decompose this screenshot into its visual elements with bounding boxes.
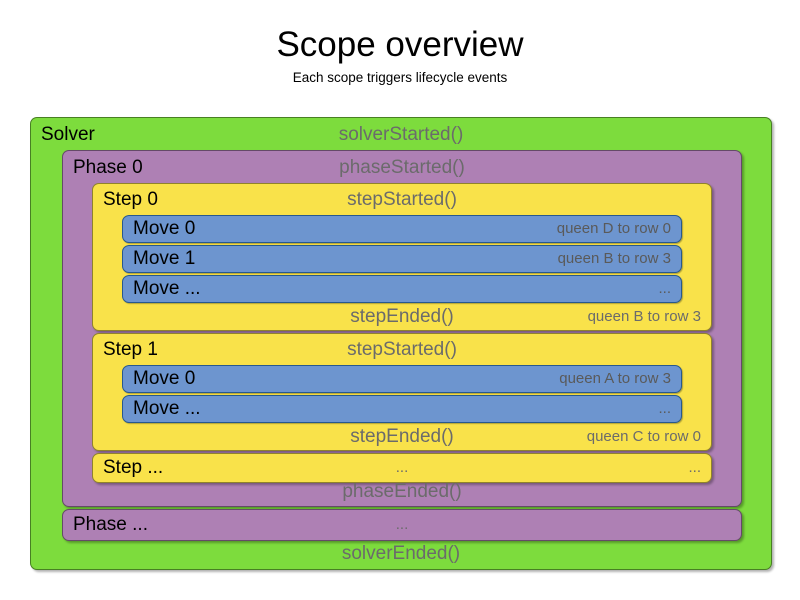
- move-detail: queen D to row 0: [556, 220, 671, 237]
- solver-footer-row: solverEnded(): [31, 539, 771, 569]
- phase-0-ended-event: phaseEnded(): [342, 481, 462, 502]
- step-ellipsis-scope[interactable]: Step ... ... ...: [92, 453, 712, 483]
- phase-ellipsis-row: Phase ... ...: [63, 510, 741, 540]
- move-label: Move ...: [133, 278, 201, 299]
- step-0-header-row: Step 0 stepStarted(): [93, 185, 711, 215]
- phase-0-started-event: phaseStarted(): [339, 157, 465, 178]
- solver-scope[interactable]: Solver solverStarted() Phase 0 phaseStar…: [30, 117, 772, 570]
- solver-header-row: Solver solverStarted(): [31, 120, 771, 150]
- phase-0-scope[interactable]: Phase 0 phaseStarted() Step 0 stepStarte…: [62, 150, 742, 507]
- step-1-move-ellipsis[interactable]: Move ... ...: [122, 395, 682, 423]
- move-detail: queen A to row 3: [559, 370, 671, 387]
- step-1-ended-event: stepEnded(): [350, 426, 454, 447]
- move-detail: ...: [658, 400, 671, 417]
- move-label: Move ...: [133, 398, 201, 419]
- page-title: Scope overview: [276, 25, 524, 64]
- phase-ellipsis-label: Phase ...: [73, 514, 148, 535]
- step-0-move-0[interactable]: Move 0 queen D to row 0: [122, 215, 682, 243]
- page-subtitle: Each scope triggers lifecycle events: [292, 70, 508, 85]
- step-0-ended-event: stepEnded(): [350, 306, 454, 327]
- phase-0-header-row: Phase 0 phaseStarted(): [63, 153, 741, 183]
- step-0-started-event: stepStarted(): [347, 189, 457, 210]
- step-0-scope[interactable]: Step 0 stepStarted() Move 0 queen D to r…: [92, 183, 712, 331]
- step-1-ended-detail: queen C to row 0: [586, 428, 701, 445]
- step-ellipsis-row: Step ... ... ...: [93, 454, 711, 482]
- step-0-label: Step 0: [103, 189, 158, 210]
- step-0-move-ellipsis[interactable]: Move ... ...: [122, 275, 682, 303]
- diagram-heading: Scope overview Each scope triggers lifec…: [0, 24, 800, 87]
- step-ellipsis-started-event: ...: [395, 459, 409, 476]
- step-1-header-row: Step 1 stepStarted(): [93, 335, 711, 365]
- phase-0-footer-row: phaseEnded(): [63, 477, 741, 507]
- step-ellipsis-label: Step ...: [103, 457, 164, 478]
- step-ellipsis-detail: ...: [688, 459, 701, 476]
- step-1-scope[interactable]: Step 1 stepStarted() Move 0 queen A to r…: [92, 333, 712, 451]
- solver-started-event: solverStarted(): [338, 124, 464, 145]
- move-label: Move 0: [133, 218, 196, 239]
- step-1-move-0[interactable]: Move 0 queen A to row 3: [122, 365, 682, 393]
- move-label: Move 0: [133, 368, 196, 389]
- solver-ended-event: solverEnded(): [341, 543, 461, 564]
- step-1-label: Step 1: [103, 339, 158, 360]
- step-0-ended-detail: queen B to row 3: [587, 308, 701, 325]
- phase-0-label: Phase 0: [73, 157, 143, 178]
- phase-ellipsis-started-event: ...: [395, 516, 409, 533]
- step-1-footer-row: stepEnded() queen C to row 0: [93, 422, 711, 452]
- phase-ellipsis-scope[interactable]: Phase ... ...: [62, 509, 742, 541]
- move-label: Move 1: [133, 248, 196, 269]
- move-detail: ...: [658, 280, 671, 297]
- move-detail: queen B to row 3: [557, 250, 671, 267]
- solver-label: Solver: [41, 124, 95, 145]
- step-0-move-1[interactable]: Move 1 queen B to row 3: [122, 245, 682, 273]
- step-0-footer-row: stepEnded() queen B to row 3: [93, 302, 711, 332]
- step-1-started-event: stepStarted(): [347, 339, 457, 360]
